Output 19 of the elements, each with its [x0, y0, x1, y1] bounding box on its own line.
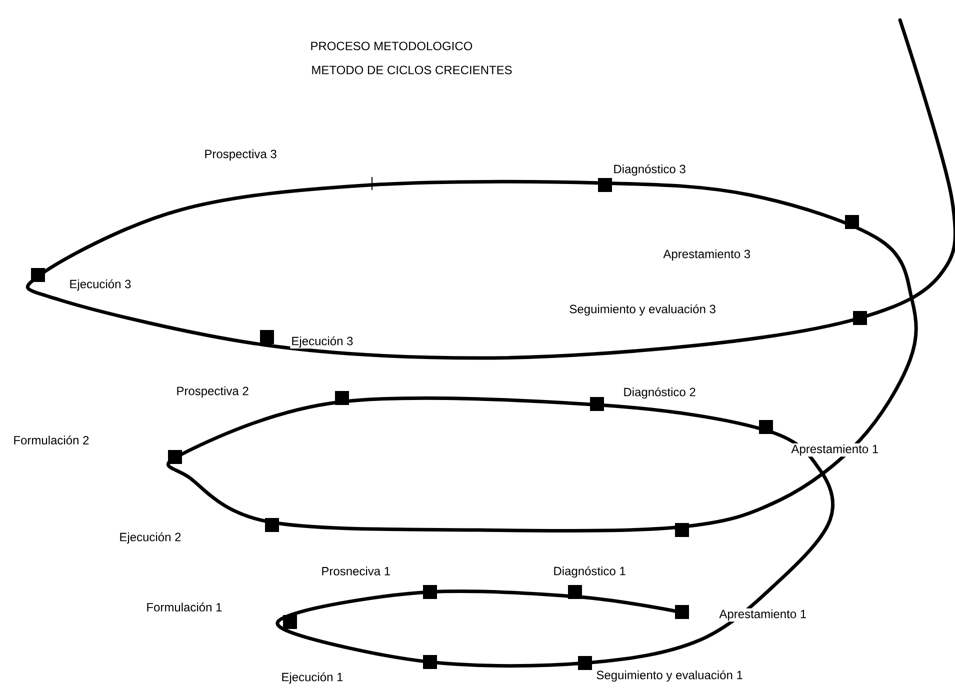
subtitle: METODO DE CICLOS CRECIENTES: [310, 64, 514, 76]
stage-label: Diagnóstico 1: [552, 565, 627, 579]
stage-label: Diagnóstico 2: [622, 386, 697, 400]
stage-label: Seguimiento y evaluación 1: [595, 669, 744, 683]
stage-label: Prosneciva 1: [320, 566, 392, 576]
stage-label: Diagnóstico 3: [612, 163, 687, 177]
stage-label: Formulación 1: [145, 602, 224, 612]
stage-label: Ejecución 2: [118, 531, 182, 545]
stage-label: Aprestamiento 1: [790, 443, 880, 457]
stage-label: Formulación 2: [12, 434, 90, 446]
stage-label: Prospectiva 3: [203, 148, 278, 162]
stage-label: Aprestamiento 3: [662, 248, 752, 262]
title: PROCESO METODOLOGICO: [311, 42, 472, 50]
stage-label: Prospectiva 2: [175, 385, 250, 399]
stage-label: Ejecución 1: [280, 671, 344, 685]
stage-label: Aprestamiento 1: [718, 608, 808, 622]
stage-label: Ejecución 3: [68, 278, 132, 292]
stage-label: Seguimiento y evaluación 3: [568, 303, 717, 317]
stage-label: Ejecución 3: [290, 335, 354, 349]
